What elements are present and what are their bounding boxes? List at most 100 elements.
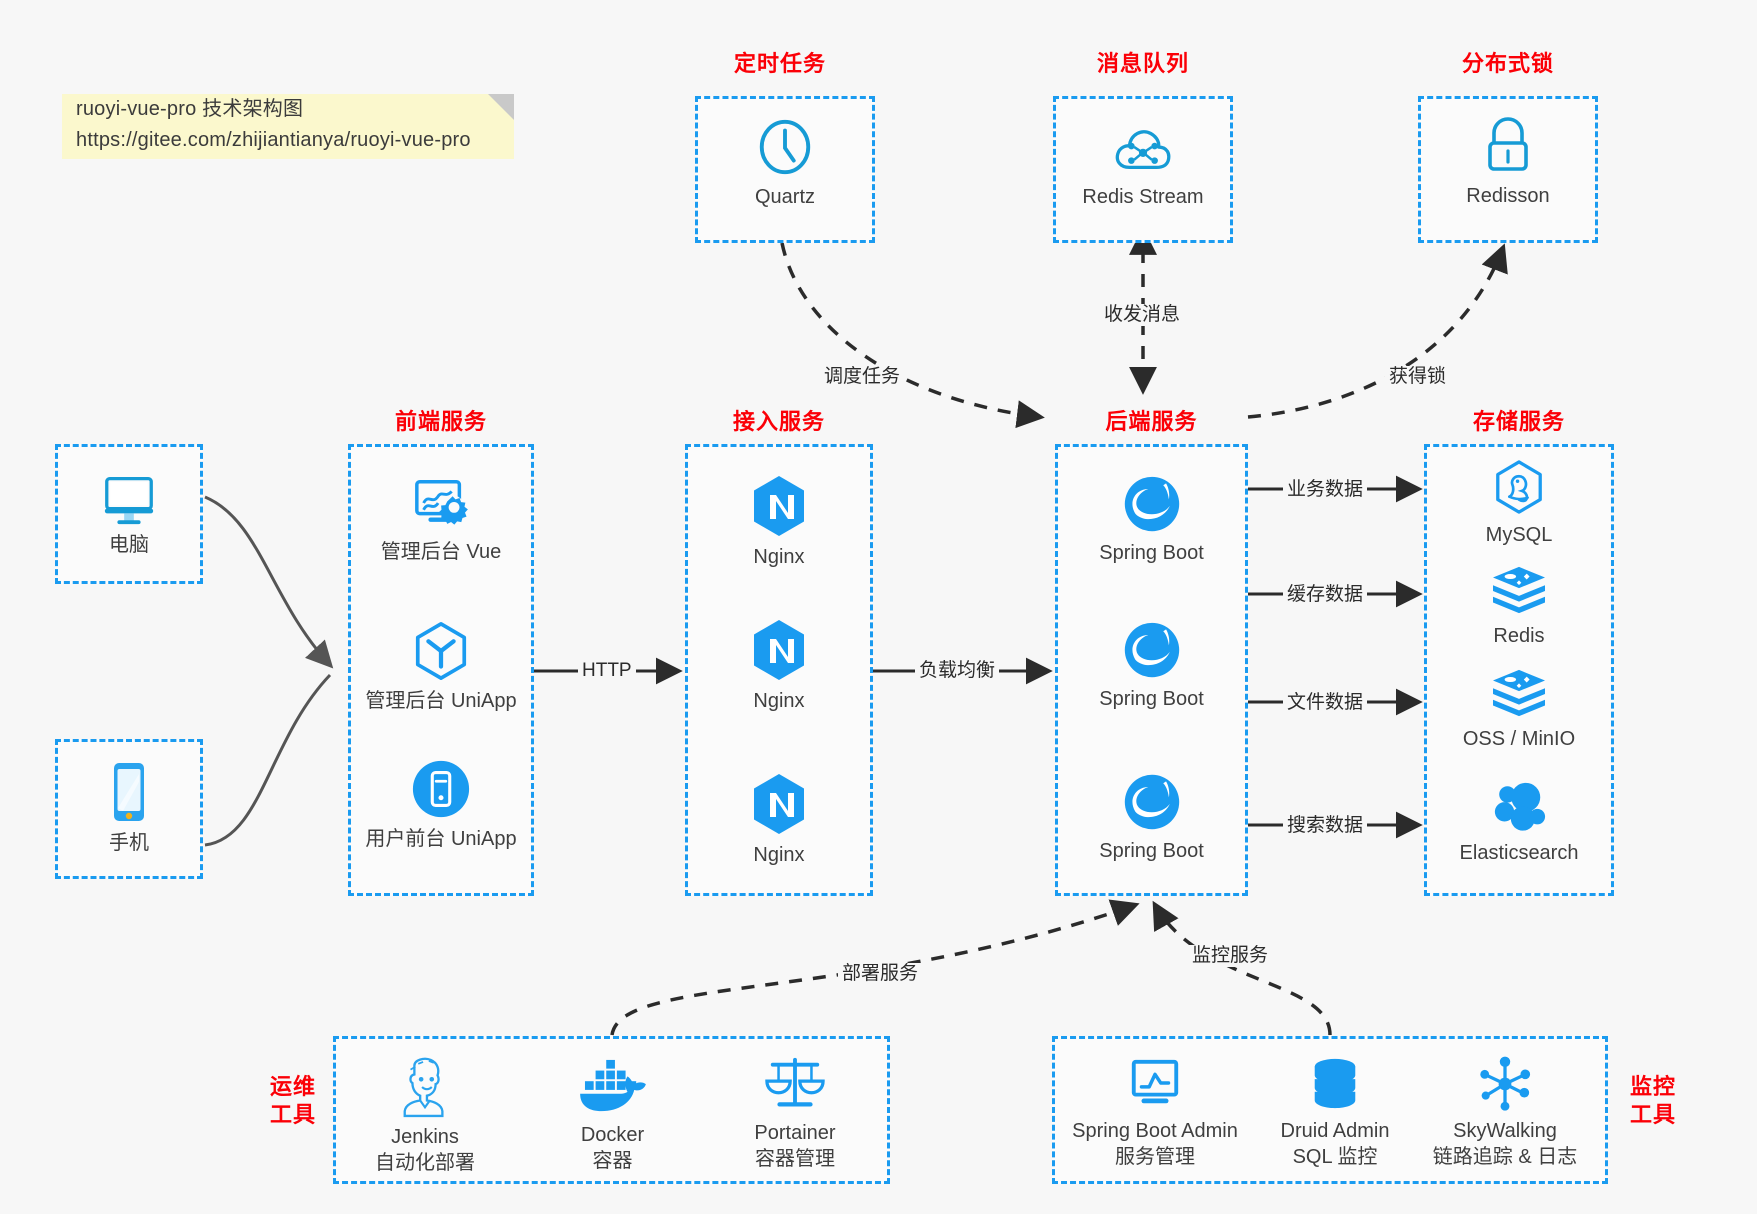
node-sublabel: SQL 监控 bbox=[1292, 1146, 1378, 1168]
node-skywalking[interactable]: SkyWalking 链路追踪 & 日志 bbox=[1400, 1056, 1610, 1170]
group-title-devops-line1: 运维 bbox=[269, 1074, 316, 1099]
node-label: Docker bbox=[580, 1124, 645, 1146]
group-box-scheduled-task bbox=[695, 96, 875, 243]
node-label: Spring Boot Admin bbox=[1072, 1120, 1238, 1142]
group-title-distributed-lock: 分布式锁 bbox=[1461, 51, 1554, 76]
node-label: Redis bbox=[1493, 625, 1545, 647]
mysql-icon bbox=[1496, 460, 1542, 514]
node-label: 用户前台 UniApp bbox=[365, 828, 517, 850]
scales-icon bbox=[765, 1057, 825, 1107]
node-admin-uniapp[interactable]: 管理后台 UniApp bbox=[348, 620, 534, 714]
node-user-uniapp[interactable]: 用户前台 UniApp bbox=[348, 758, 534, 852]
node-label: 管理后台 Vue bbox=[380, 541, 502, 563]
note-title: ruoyi-vue-pro 技术架构图 bbox=[76, 98, 304, 120]
elasticsearch-icon bbox=[1494, 782, 1546, 831]
node-label: Portainer bbox=[754, 1122, 836, 1144]
edge-label-send-receive-message: 收发消息 bbox=[1100, 304, 1185, 326]
node-label: OSS / MinIO bbox=[1462, 728, 1576, 750]
diagram-note: ruoyi-vue-pro 技术架构图 https://gitee.com/zh… bbox=[62, 94, 514, 159]
group-title-monitoring-line1: 监控 bbox=[1629, 1074, 1676, 1099]
edge-label-cache-data: 缓存数据 bbox=[1283, 584, 1368, 606]
group-title-monitoring-line2: 工具 bbox=[1629, 1102, 1676, 1127]
node-spring-boot-3[interactable]: Spring Boot bbox=[1055, 772, 1248, 864]
nginx-icon bbox=[754, 620, 804, 680]
edge-label-monitor-service: 监控服务 bbox=[1188, 945, 1273, 967]
group-title-devops-line2: 工具 bbox=[269, 1102, 316, 1127]
node-label: Elasticsearch bbox=[1459, 842, 1579, 864]
edge-label-acquire-lock: 获得锁 bbox=[1385, 366, 1451, 388]
edge-label-schedule-task: 调度任务 bbox=[820, 366, 905, 388]
group-title-backend: 后端服务 bbox=[1105, 409, 1198, 434]
group-box-monitoring bbox=[1052, 1036, 1608, 1184]
edge-label-business-data: 业务数据 bbox=[1283, 479, 1368, 501]
node-spring-boot-admin[interactable]: Spring Boot Admin 服务管理 bbox=[1035, 1056, 1275, 1170]
node-quartz[interactable]: Quartz bbox=[695, 116, 875, 210]
edge-label-file-data: 文件数据 bbox=[1283, 692, 1368, 714]
node-sublabel: 链路追踪 & 日志 bbox=[1432, 1146, 1578, 1168]
node-redis-stream[interactable]: Redis Stream bbox=[1053, 120, 1233, 210]
node-spring-boot-2[interactable]: Spring Boot bbox=[1055, 620, 1248, 712]
node-spring-boot-1[interactable]: Spring Boot bbox=[1055, 474, 1248, 566]
node-redisson[interactable]: Redisson bbox=[1418, 115, 1598, 209]
node-label: Spring Boot bbox=[1099, 840, 1204, 862]
spring-boot-icon bbox=[1124, 774, 1179, 830]
node-sublabel: 服务管理 bbox=[1115, 1146, 1195, 1168]
nginx-icon bbox=[754, 476, 804, 536]
note-url: https://gitee.com/zhijiantianya/ruoyi-vu… bbox=[76, 129, 471, 151]
node-desktop[interactable]: 电脑 bbox=[55, 468, 203, 558]
phone-circle-icon bbox=[412, 760, 470, 818]
node-label: Nginx bbox=[753, 546, 805, 568]
node-oss-minio[interactable]: OSS / MinIO bbox=[1424, 668, 1614, 752]
node-label: Druid Admin bbox=[1280, 1120, 1390, 1142]
edge-label-load-balance: 负载均衡 bbox=[915, 660, 1000, 682]
node-elasticsearch[interactable]: Elasticsearch bbox=[1424, 778, 1614, 866]
desktop-icon bbox=[104, 476, 154, 525]
node-druid-admin[interactable]: Druid Admin SQL 监控 bbox=[1240, 1056, 1430, 1170]
node-label: 管理后台 UniApp bbox=[365, 690, 517, 712]
monitor-chart-icon bbox=[1131, 1059, 1179, 1104]
oss-icon bbox=[1493, 669, 1545, 717]
group-title-frontend: 前端服务 bbox=[394, 409, 487, 434]
node-sublabel: 容器管理 bbox=[755, 1148, 835, 1170]
jenkins-icon bbox=[403, 1057, 444, 1118]
edge-label-search-data: 搜索数据 bbox=[1283, 815, 1368, 837]
mobile-icon bbox=[114, 763, 144, 821]
redis-icon bbox=[1493, 566, 1545, 614]
group-title-message-queue: 消息队列 bbox=[1096, 51, 1189, 76]
dashboard-gear-icon bbox=[415, 480, 468, 525]
node-label: MySQL bbox=[1485, 524, 1553, 546]
edge-label-deploy-service: 部署服务 bbox=[838, 963, 923, 985]
group-title-access: 接入服务 bbox=[732, 409, 825, 434]
docker-icon bbox=[579, 1059, 646, 1112]
group-title-monitoring: 监控 工具 bbox=[1618, 1073, 1688, 1129]
node-jenkins[interactable]: Jenkins 自动化部署 bbox=[340, 1056, 510, 1176]
clock-icon bbox=[759, 119, 811, 175]
node-label: SkyWalking bbox=[1453, 1120, 1557, 1142]
node-portainer[interactable]: Portainer 容器管理 bbox=[700, 1054, 890, 1172]
note-fold-corner bbox=[488, 94, 514, 120]
node-label: 手机 bbox=[109, 832, 149, 854]
group-title-devops: 运维 工具 bbox=[258, 1073, 328, 1129]
node-redis[interactable]: Redis bbox=[1424, 565, 1614, 649]
spring-boot-icon bbox=[1124, 476, 1179, 532]
group-box-message-queue bbox=[1053, 96, 1233, 243]
node-mobile[interactable]: 手机 bbox=[55, 760, 203, 856]
group-title-storage: 存储服务 bbox=[1472, 409, 1565, 434]
node-label: Nginx bbox=[753, 844, 805, 866]
nginx-icon bbox=[754, 774, 804, 834]
group-title-scheduled-task: 定时任务 bbox=[733, 51, 826, 76]
node-mysql[interactable]: MySQL bbox=[1424, 460, 1614, 548]
node-nginx-2[interactable]: Nginx bbox=[685, 618, 873, 714]
node-admin-vue[interactable]: 管理后台 Vue bbox=[348, 475, 534, 565]
node-nginx-3[interactable]: Nginx bbox=[685, 772, 873, 868]
node-label: Spring Boot bbox=[1099, 688, 1204, 710]
node-nginx-1[interactable]: Nginx bbox=[685, 474, 873, 570]
node-sublabel: 容器 bbox=[592, 1150, 633, 1172]
node-sublabel: 自动化部署 bbox=[375, 1152, 475, 1174]
skywalking-icon bbox=[1480, 1056, 1531, 1111]
node-label: 电脑 bbox=[109, 534, 149, 556]
node-docker[interactable]: Docker 容器 bbox=[515, 1058, 710, 1174]
node-label: Nginx bbox=[753, 690, 805, 712]
spring-boot-icon bbox=[1124, 622, 1179, 678]
